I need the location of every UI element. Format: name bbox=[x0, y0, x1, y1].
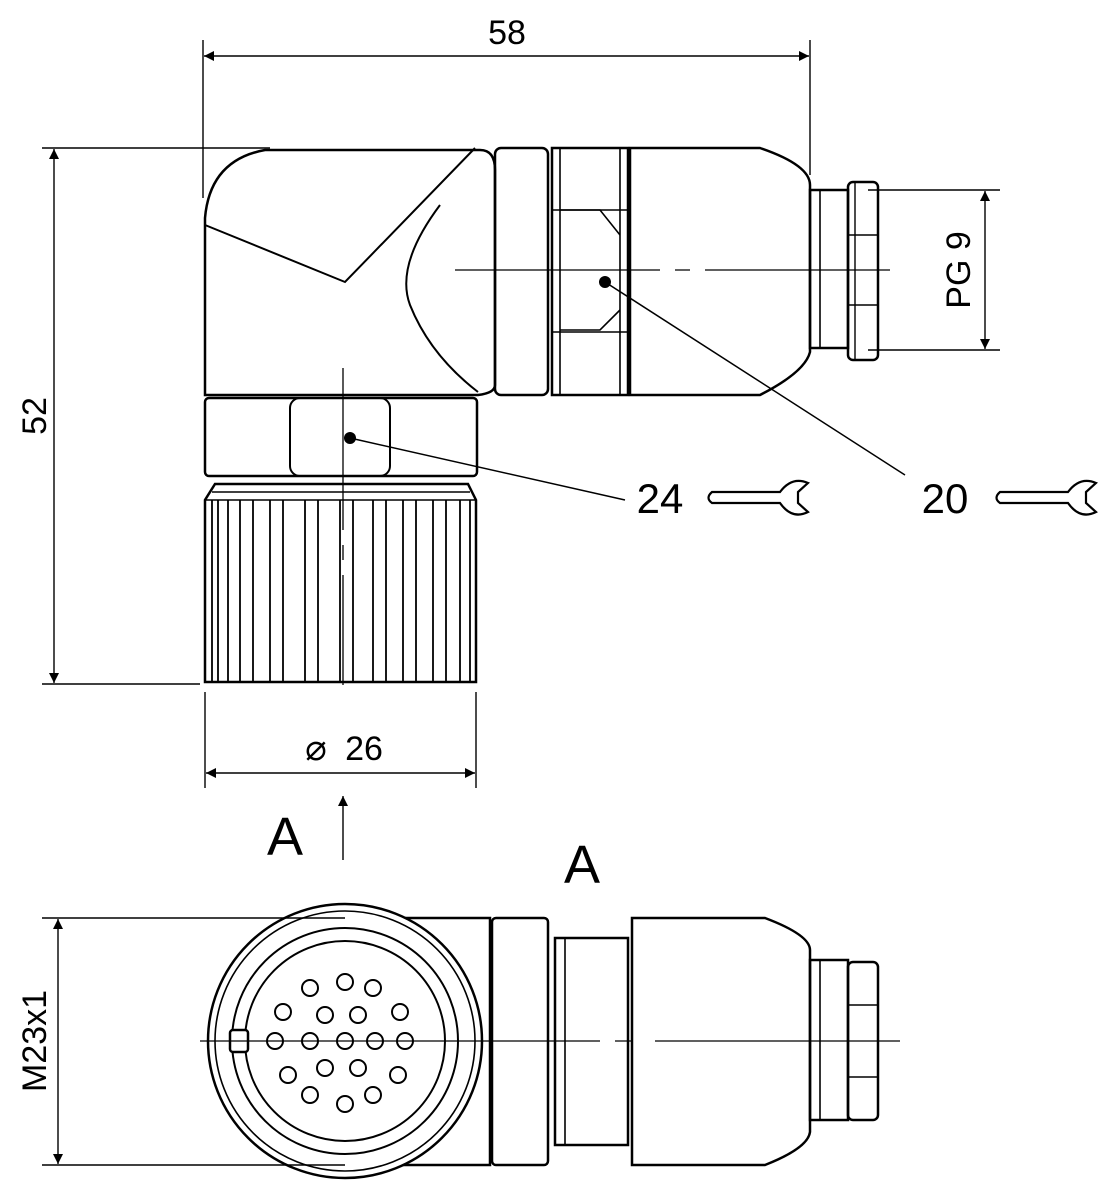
contact-pin bbox=[364, 979, 382, 997]
contact-pin bbox=[301, 1032, 319, 1050]
dim-m23-label: M23x1 bbox=[16, 990, 54, 1092]
contact-pin bbox=[396, 1032, 414, 1050]
dim-diameter-label: 26 bbox=[345, 730, 383, 768]
hex-section bbox=[550, 146, 630, 397]
callout-24: 24 bbox=[637, 475, 684, 522]
view-arrow-label: A bbox=[267, 807, 303, 867]
knurl-grooves bbox=[211, 500, 471, 682]
coupling-hex bbox=[203, 396, 479, 478]
dim-diameter-symbol: ⌀ bbox=[305, 727, 327, 768]
contact-pin bbox=[336, 1095, 354, 1113]
dim-height-label: 52 bbox=[16, 397, 54, 435]
wrench-icon bbox=[707, 479, 811, 516]
callout-20: 20 bbox=[922, 475, 969, 522]
view-a-gland bbox=[630, 916, 812, 1167]
contact-pins bbox=[266, 973, 414, 1113]
callout-leaders bbox=[349, 281, 906, 501]
contact-pin bbox=[366, 1032, 384, 1050]
contact-pin bbox=[349, 1059, 367, 1077]
m23-dimension bbox=[42, 917, 345, 1166]
dim-width-label: 58 bbox=[488, 14, 526, 52]
angled-housing bbox=[203, 148, 497, 397]
contact-pin bbox=[266, 1032, 284, 1050]
contact-pin bbox=[349, 1006, 367, 1024]
housing-curve bbox=[405, 204, 479, 393]
wrench-icon bbox=[995, 479, 1099, 516]
dim-thread-label: PG 9 bbox=[940, 231, 978, 308]
dimension-lines bbox=[42, 40, 1000, 860]
contact-pin bbox=[274, 1003, 292, 1021]
contact-pin bbox=[279, 1066, 297, 1084]
center-lines bbox=[342, 269, 890, 685]
leader-dot-24 bbox=[344, 432, 356, 444]
gland-body bbox=[628, 146, 812, 397]
contact-pin bbox=[301, 979, 319, 997]
collar-ring bbox=[493, 146, 550, 397]
leader-dot-20 bbox=[599, 276, 611, 288]
gland-neck bbox=[808, 188, 850, 350]
contact-pin bbox=[336, 1032, 354, 1050]
side-view bbox=[203, 146, 880, 684]
contact-pin bbox=[391, 1003, 409, 1021]
housing-crease bbox=[204, 147, 476, 284]
view-title: A bbox=[564, 835, 600, 895]
contact-pin bbox=[389, 1066, 407, 1084]
contact-pin bbox=[336, 973, 354, 991]
contact-pin bbox=[364, 1086, 382, 1104]
contact-pin bbox=[316, 1059, 334, 1077]
cable-nut bbox=[846, 180, 880, 362]
contact-pin bbox=[301, 1086, 319, 1104]
contact-pin bbox=[316, 1006, 334, 1024]
